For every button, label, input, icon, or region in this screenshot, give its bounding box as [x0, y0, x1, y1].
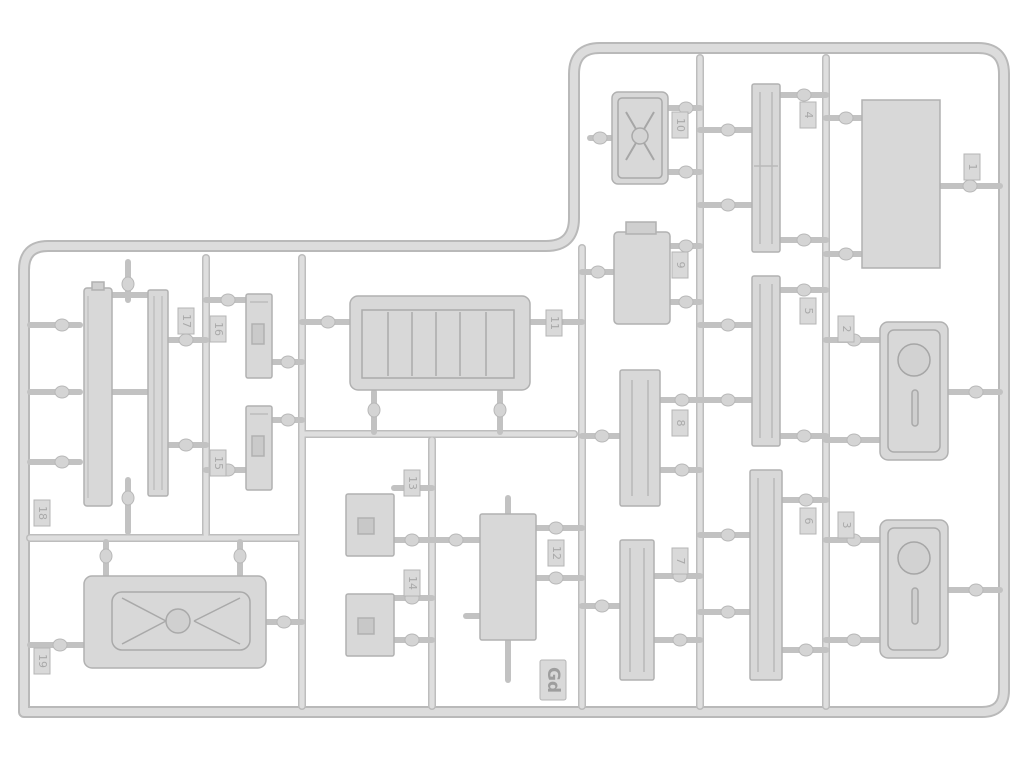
part-number-18: 18: [36, 506, 49, 520]
part-15: [245, 405, 273, 491]
part-7: [619, 539, 655, 681]
part-number-16: 16: [212, 322, 225, 336]
part-8: [619, 369, 661, 507]
part-number-5: 5: [802, 308, 815, 315]
number-tabs: [33, 101, 981, 701]
part-number-9: 9: [674, 262, 687, 269]
part-number-12: 12: [550, 546, 563, 560]
part-number-15: 15: [212, 456, 225, 470]
sprue-label: Gd: [543, 667, 563, 693]
part-number-19: 19: [36, 654, 49, 668]
part-number-3: 3: [840, 522, 853, 529]
sprue-parts: [83, 83, 949, 681]
part-number-2: 2: [840, 326, 853, 333]
part-number-11: 11: [548, 316, 561, 330]
part-9: [613, 221, 671, 325]
part-18: [83, 281, 113, 507]
part-number-7: 7: [674, 558, 687, 565]
part-3: [879, 519, 949, 659]
part-number-4: 4: [802, 112, 815, 119]
part-13: [345, 493, 395, 557]
part-number-1: 1: [966, 164, 979, 171]
part-1: [861, 99, 941, 269]
part-2: [879, 321, 949, 461]
part-number-10: 10: [674, 118, 687, 132]
part-19: [83, 575, 267, 669]
part-4: [751, 83, 781, 253]
part-number-labels: 18 17 16 15 19 11 13 14 12 10 9 8 7 4 5 …: [36, 112, 979, 694]
part-17: [147, 289, 169, 497]
part-16: [245, 293, 273, 379]
part-number-14: 14: [406, 576, 419, 590]
part-12: [479, 513, 537, 641]
part-number-13: 13: [406, 476, 419, 490]
part-number-17: 17: [180, 314, 193, 328]
part-10: [611, 91, 669, 185]
part-14: [345, 593, 395, 657]
part-number-6: 6: [802, 518, 815, 525]
sprue-frame: [18, 42, 1010, 718]
part-number-8: 8: [674, 420, 687, 427]
sprue-gates: [27, 88, 1003, 683]
part-11: [349, 295, 531, 391]
part-5: [751, 275, 781, 447]
part-6: [749, 469, 783, 681]
sprue-runners: [26, 54, 830, 710]
